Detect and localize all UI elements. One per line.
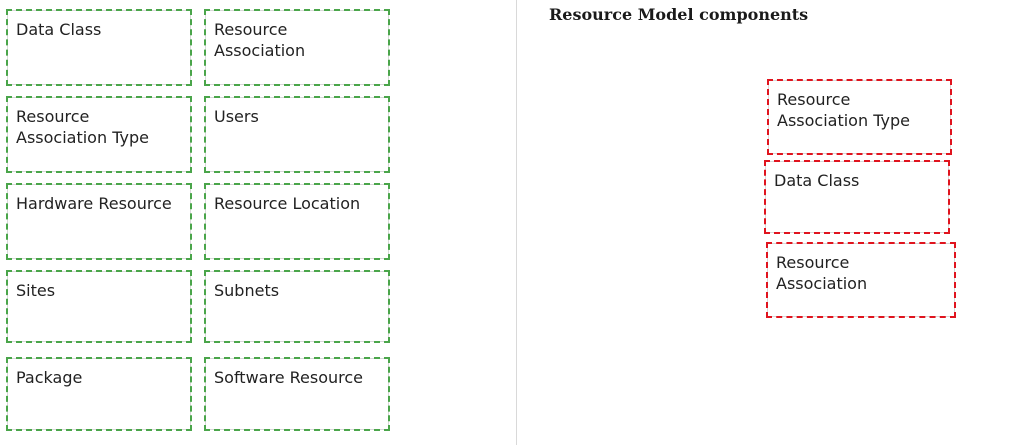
option-label: Resource Association Type	[16, 107, 149, 147]
option-sites[interactable]: Sites	[6, 270, 192, 343]
answer-label: Data Class	[774, 171, 860, 190]
option-users[interactable]: Users	[204, 96, 390, 173]
option-resource-location[interactable]: Resource Location	[204, 183, 390, 260]
option-resource-association-type[interactable]: Resource Association Type	[6, 96, 192, 173]
option-label: Software Resource	[214, 368, 363, 387]
option-subnets[interactable]: Subnets	[204, 270, 390, 343]
option-label: Package	[16, 368, 83, 387]
answer-slot-data-class[interactable]: Data Class	[764, 160, 950, 234]
option-label: Users	[214, 107, 259, 126]
option-label: Hardware Resource	[16, 194, 172, 213]
answer-slot-resource-association-type[interactable]: Resource Association Type	[767, 79, 952, 155]
option-resource-association[interactable]: Resource Association	[204, 9, 390, 86]
option-label: Resource Location	[214, 194, 361, 213]
option-data-class[interactable]: Data Class	[6, 9, 192, 86]
option-software-resource[interactable]: Software Resource	[204, 357, 390, 431]
answer-slot-resource-association[interactable]: Resource Association	[766, 242, 956, 318]
answer-label: Resource Association Type	[777, 90, 910, 130]
option-label: Subnets	[214, 281, 280, 300]
option-hardware-resource[interactable]: Hardware Resource	[6, 183, 192, 260]
option-label: Data Class	[16, 20, 102, 39]
option-label: Sites	[16, 281, 56, 300]
answer-label: Resource Association	[776, 253, 868, 293]
answer-area-heading: Resource Model components	[549, 5, 809, 24]
option-package[interactable]: Package	[6, 357, 192, 431]
option-label: Resource Association	[214, 20, 306, 60]
panel-divider	[516, 0, 517, 445]
